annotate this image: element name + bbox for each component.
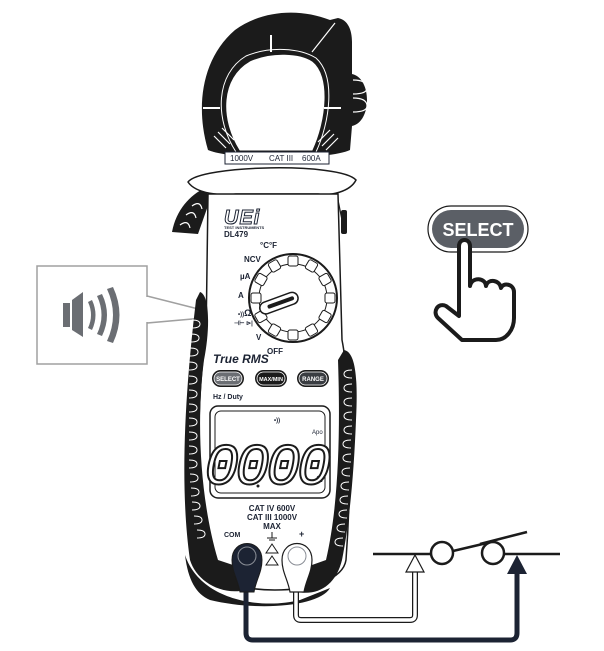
com-probe-plug[interactable]	[231, 543, 263, 593]
ohm-continuity-label: •))Ω	[238, 308, 251, 318]
model-number: DL479	[224, 230, 249, 239]
safety-rating: CAT IV 600V CAT III 1000V MAX	[247, 504, 298, 531]
svg-text:UEi: UEi	[224, 207, 260, 229]
select-instruction: SELECT	[427, 205, 529, 342]
meter-select-button[interactable]: SELECT	[212, 370, 244, 387]
speaker-icon	[63, 287, 120, 343]
meter-maxmin-button[interactable]: MAX/MIN	[255, 370, 287, 387]
svg-text:V: V	[256, 333, 262, 342]
meter-body	[172, 167, 357, 607]
svg-text:RANGE: RANGE	[302, 377, 324, 383]
open-switch-circuit	[373, 530, 560, 566]
true-rms-label: True RMS	[213, 352, 269, 366]
hand-pointer-icon	[433, 238, 516, 342]
meter-range-button[interactable]: RANGE	[297, 370, 329, 387]
svg-text:CAT III 1000V: CAT III 1000V	[247, 513, 298, 522]
rotary-dial[interactable]	[248, 253, 338, 343]
select-instruction-label: SELECT	[442, 220, 513, 240]
svg-text:OFF: OFF	[267, 347, 283, 356]
svg-text:MAX/MIN: MAX/MIN	[259, 377, 283, 383]
warning-icon	[265, 543, 279, 566]
lcd-display: •)) Apo Ω 0000	[203, 405, 335, 503]
white-test-lead	[293, 553, 425, 623]
svg-text:°C°F: °C°F	[260, 241, 277, 250]
dial-pointer	[258, 291, 299, 315]
svg-text:1000V: 1000V	[230, 154, 254, 163]
clamp-jaw	[201, 12, 368, 158]
plus-terminal-label: +	[299, 529, 304, 539]
dial-labels: °C°F NCV µA A •))Ω ⊣⊢ ⊳| V OFF	[234, 241, 283, 356]
plus-probe-plug[interactable]	[281, 543, 313, 593]
ground-icon	[267, 532, 277, 541]
svg-text:MAX: MAX	[263, 522, 281, 531]
unit-indicator: Ω	[316, 474, 323, 484]
svg-text:CAT IV 600V: CAT IV 600V	[249, 504, 296, 513]
svg-text:SELECT: SELECT	[216, 377, 240, 383]
svg-text:A: A	[238, 291, 244, 300]
svg-text:⊣⊢ ⊳|: ⊣⊢ ⊳|	[234, 319, 253, 327]
svg-text:600A: 600A	[302, 154, 321, 163]
svg-text:µA: µA	[240, 272, 251, 281]
brand-logo: UEi TEST INSTRUMENTS DL479	[224, 207, 265, 240]
com-terminal-label: COM	[224, 532, 241, 539]
hz-duty-label: Hz / Duty	[213, 394, 243, 401]
black-test-lead	[243, 555, 527, 643]
svg-text:CAT III: CAT III	[269, 154, 293, 163]
svg-text:TEST INSTRUMENTS: TEST INSTRUMENTS	[224, 225, 265, 230]
jaw-rating-label: 1000V CAT III 600A	[224, 151, 330, 165]
continuity-indicator: •))	[274, 418, 280, 424]
apo-indicator: Apo	[312, 430, 323, 436]
svg-text:NCV: NCV	[244, 255, 262, 264]
lcd-reading: 0000	[204, 437, 329, 502]
